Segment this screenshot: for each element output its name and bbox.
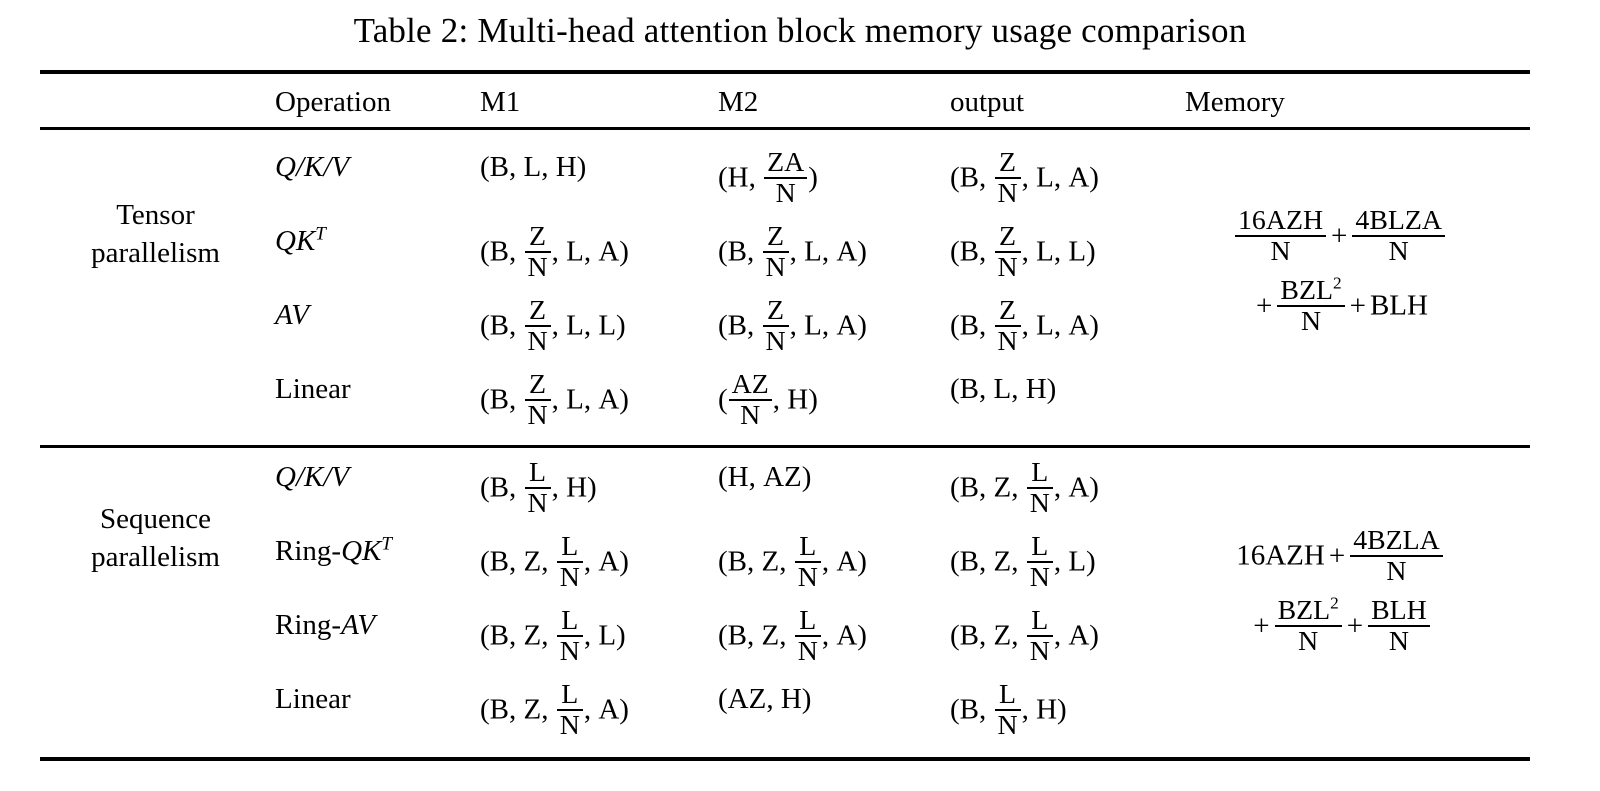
group-label-sequence-parallelism: Sequence parallelism [48,500,263,576]
cell-operation: Linear [275,683,351,715]
column-header-output: output [950,86,1025,118]
group-label-line1: Sequence [99,503,212,535]
cell-operation: Linear [275,373,351,405]
group-label-line1: Tensor [116,199,195,231]
cell-output: (B, L, H) [950,373,1057,405]
cell-operation: QKT [275,223,326,257]
column-header-operation: Operation [275,86,391,118]
column-header-m2: M2 [718,86,759,118]
column-header-memory: Memory [1185,86,1285,118]
cell-operation: Ring-AV [275,609,376,641]
cell-m2: (AZ, H) [718,683,812,715]
table-header-rule [40,127,1530,130]
table-caption: Table 2: Multi-head attention block memo… [353,11,1247,50]
group-label-line2: parallelism [91,541,220,573]
table-bottom-rule [40,757,1530,761]
cell-operation: Q/K/V [275,151,350,183]
cell-operation: Q/K/V [275,461,350,493]
cell-operation: AV [275,299,309,331]
cell-m2: (H, AZ) [718,461,812,493]
group-label-line2: parallelism [91,237,220,269]
table-header-row: Operation M1 M2 output Memory [40,84,1530,124]
table-top-rule [40,70,1530,74]
group-label-tensor-parallelism: Tensor parallelism [48,196,263,272]
cell-m1: (B, L, H) [480,151,587,183]
table-mid-rule [40,445,1530,448]
cell-operation: Ring-QKT [275,533,392,567]
column-header-m1: M1 [480,86,521,118]
